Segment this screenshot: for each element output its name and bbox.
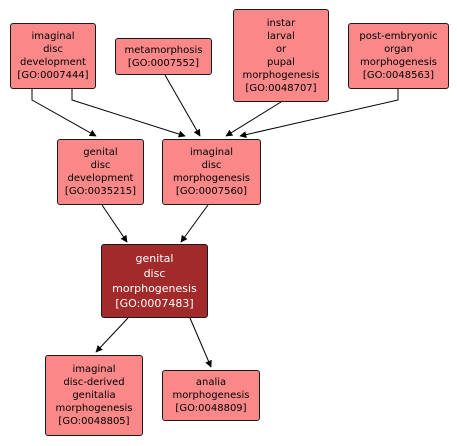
node-line: or: [275, 43, 287, 55]
edge-7560-to-7483: [180, 204, 209, 243]
node-line: analia: [195, 377, 227, 388]
edge-7483-to-48805: [95, 317, 129, 353]
node-line: morphogenesis: [55, 403, 133, 414]
node-line: imaginal: [189, 147, 234, 158]
node-line: genitalia: [72, 390, 116, 401]
node-line: development: [67, 173, 134, 184]
edge-8707-to-7560: [225, 101, 282, 137]
node-line: morphogenesis: [172, 390, 250, 401]
node-line: larval: [267, 30, 295, 42]
node-metamorphosis[interactable]: metamorphosis [GO:0007552]: [115, 38, 212, 75]
node-go-id: [GO:0007552]: [127, 57, 200, 69]
node-line: genital: [83, 147, 118, 158]
node-go-id: [GO:0007444]: [17, 70, 89, 81]
node-line: imaginal: [31, 31, 75, 42]
edge-8563-to-7560: [239, 89, 399, 139]
node-line: organ: [384, 44, 413, 55]
node-analia-morphogenesis[interactable]: analia morphogenesis [GO:0048809]: [162, 370, 260, 421]
node-instar-larval-or-pupal-morphogenesis[interactable]: instar larval or pupal morphogenesis [GO…: [233, 9, 329, 102]
edge-7552-to-7560: [164, 74, 201, 137]
node-genital-disc-development[interactable]: genital disc development [GO:0035215]: [57, 139, 144, 205]
node-line: disc: [143, 267, 166, 280]
node-line: disc: [90, 160, 111, 171]
edge-35215-to-7483: [101, 204, 128, 243]
node-line: disc: [201, 160, 222, 171]
edge-7444-to-7560: [71, 89, 186, 138]
node-line: pupal: [267, 56, 295, 68]
node-go-id: [GO:0048805]: [58, 416, 130, 427]
node-line: disc: [43, 44, 63, 55]
node-post-embryonic-organ-morphogenesis[interactable]: post-embryonic organ morphogenesis [GO:0…: [348, 23, 449, 89]
node-imaginal-disc-development[interactable]: imaginal disc development [GO:0007444]: [10, 23, 96, 89]
node-line: genital: [135, 252, 174, 265]
node-go-id: [GO:0007560]: [175, 186, 248, 197]
edge-7483-to-48809: [189, 317, 212, 368]
node-line: development: [20, 57, 86, 68]
node-go-id: [GO:0048707]: [245, 82, 317, 94]
node-genital-disc-morphogenesis-focus[interactable]: genital disc morphogenesis [GO:0007483]: [101, 244, 208, 318]
edge-7444-to-35215: [31, 89, 97, 137]
node-line: imaginal: [72, 364, 116, 375]
node-go-id: [GO:0048563]: [362, 70, 435, 81]
node-line: disc-derived: [63, 377, 125, 388]
node-line: morphogenesis: [360, 57, 437, 68]
node-imaginal-disc-morphogenesis[interactable]: imaginal disc morphogenesis [GO:0007560]: [162, 139, 261, 205]
node-line: post-embryonic: [359, 31, 438, 42]
node-go-id: [GO:0048809]: [175, 403, 247, 414]
node-imaginal-disc-derived-genitalia-morphogenesis[interactable]: imaginal disc-derived genitalia morphoge…: [45, 355, 143, 436]
node-line: morphogenesis: [112, 282, 197, 295]
node-line: metamorphosis: [124, 44, 203, 56]
node-line: morphogenesis: [242, 69, 320, 81]
node-go-id: [GO:0007483]: [115, 297, 194, 310]
node-go-id: [GO:0035215]: [64, 186, 137, 197]
node-line: morphogenesis: [173, 173, 250, 184]
node-line: instar: [266, 17, 296, 29]
